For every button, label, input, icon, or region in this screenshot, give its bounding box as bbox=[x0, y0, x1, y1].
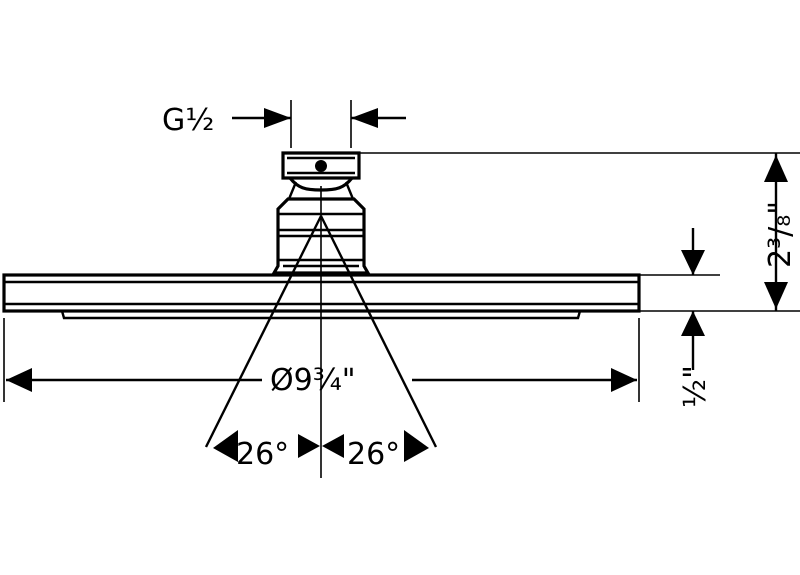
angle-right-label: 26° bbox=[347, 437, 400, 472]
thread-dimension bbox=[232, 100, 406, 148]
diameter-dimension bbox=[3, 318, 640, 402]
thread-label: G½ bbox=[162, 103, 214, 138]
plate-thickness-dimension bbox=[639, 228, 720, 370]
connector-body bbox=[271, 197, 371, 275]
spray-angle-lines bbox=[204, 215, 438, 462]
top-nut bbox=[281, 151, 361, 180]
diameter-label: Ø9¾" bbox=[270, 363, 356, 398]
plate-thickness-label: ½" bbox=[678, 365, 713, 408]
angle-left-label: 26° bbox=[236, 437, 289, 472]
nut-hole bbox=[315, 160, 327, 172]
height-dimension bbox=[359, 152, 800, 312]
height-label: 2³/₈" bbox=[763, 201, 798, 268]
